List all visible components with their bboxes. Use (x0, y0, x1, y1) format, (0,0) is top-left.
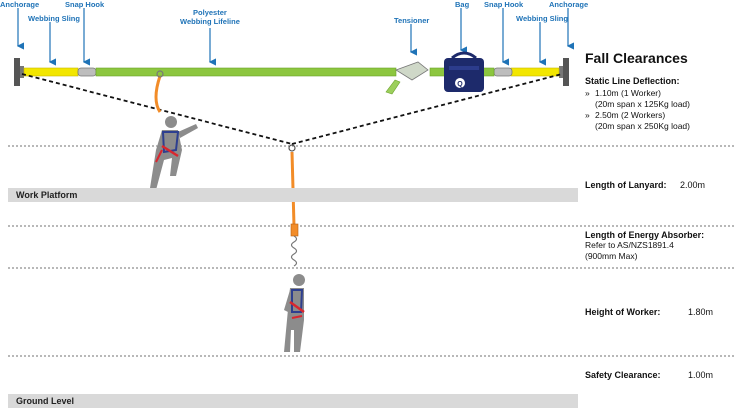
deflection-heading: Static Line Deflection: (585, 76, 680, 86)
absorber-note-2: (900mm Max) (585, 251, 638, 261)
absorber-note-1: Refer to AS/NZS1891.4 (585, 240, 674, 250)
label-lifeline: Polyester Webbing Lifeline (180, 8, 240, 26)
snap-hook-right (493, 67, 513, 77)
snap-hook-left (77, 67, 97, 77)
deflection-item-line2: (20m span x 250Kg load) (595, 121, 690, 131)
absorber-label: Length of Energy Absorber: (585, 230, 705, 240)
anchorage-right (559, 58, 569, 86)
label-anchorage-right: Anchorage (549, 0, 589, 9)
bag: Q (444, 51, 484, 92)
safety-clearance-label: Safety Clearance: (585, 370, 661, 380)
deflection-item-line2: (20m span x 125Kg load) (595, 99, 690, 109)
webbing-sling-left (23, 67, 79, 77)
bag-logo: Q (457, 81, 463, 88)
deflection-item: 2.50m (2 Workers) (20m span x 250Kg load… (585, 110, 730, 132)
lanyard-assembly (288, 144, 299, 267)
worker-height-label: Height of Worker: (585, 307, 661, 317)
lanyard-row: Length of Lanyard: 2.00m (585, 180, 725, 190)
energy-absorber (290, 223, 299, 237)
label-lifeline-line1: Polyester (193, 8, 227, 17)
ground-level-bar (8, 394, 578, 408)
callout-arrows (16, 8, 574, 66)
worker-height-row: Height of Worker: 1.80m (585, 307, 725, 317)
deflection-item: 1.10m (1 Worker) (20m span x 125Kg load) (585, 88, 730, 110)
worker-on-platform (150, 70, 198, 190)
worker-height-value: 1.80m (687, 307, 713, 317)
safety-clearance-value: 1.00m (687, 370, 713, 380)
fall-clearances-panel: Fall Clearances Static Line Deflection: … (585, 50, 730, 132)
label-webbing-sling-left: Webbing Sling (28, 14, 80, 23)
deflection-lines (21, 73, 563, 145)
deflection-item-line1: 2.50m (2 Workers) (595, 110, 666, 120)
level-lines (8, 145, 734, 357)
label-lifeline-line2: Webbing Lifeline (180, 17, 240, 26)
tensioner (385, 61, 429, 95)
label-tensioner: Tensioner (394, 16, 430, 25)
label-snap-hook-right: Snap Hook (484, 0, 524, 9)
webbing-sling-right (510, 67, 560, 77)
work-platform-bar (8, 188, 578, 202)
deflection-item-line1: 1.10m (1 Worker) (595, 88, 661, 98)
absorber-row: Length of Energy Absorber: Refer to AS/N… (585, 230, 725, 262)
ground-level-label: Ground Level (16, 396, 75, 406)
safety-clearance-row: Safety Clearance: 1.00m (585, 370, 725, 380)
polyester-webbing-lifeline (95, 67, 397, 77)
label-bag: Bag (455, 0, 470, 9)
lanyard-label: Length of Lanyard: (585, 180, 667, 190)
suspended-worker (284, 274, 305, 352)
label-snap-hook-left: Snap Hook (65, 0, 105, 9)
panel-title: Fall Clearances (585, 50, 688, 66)
label-webbing-sling-right: Webbing Sling (516, 14, 568, 23)
work-platform-label: Work Platform (16, 190, 78, 200)
anchorage-left (14, 58, 24, 86)
lanyard-value: 2.00m (679, 180, 705, 190)
label-anchorage-left: Anchorage (0, 0, 40, 9)
